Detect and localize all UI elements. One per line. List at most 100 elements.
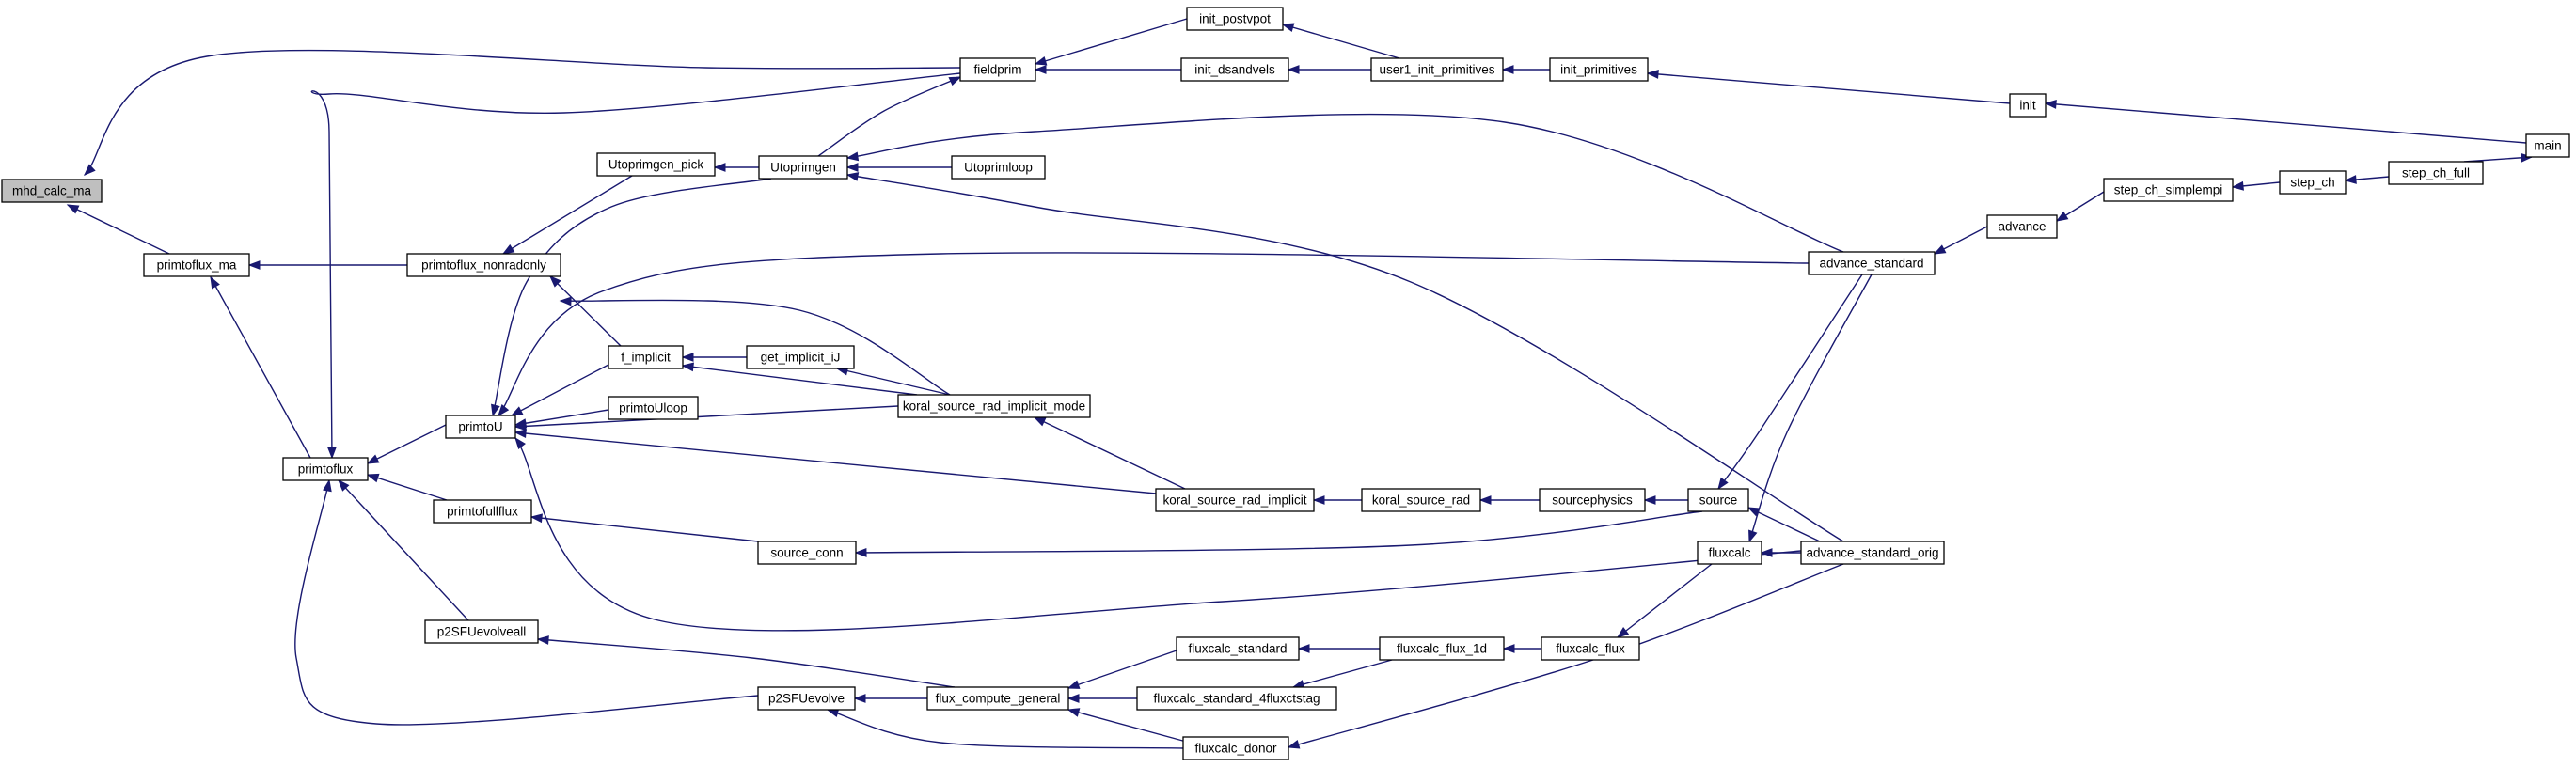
node-p2SFUevolveall[interactable]: p2SFUevolveall	[424, 619, 539, 644]
node-step_ch[interactable]: step_ch	[2279, 170, 2347, 195]
node-box[interactable]	[2525, 133, 2570, 158]
node-box[interactable]	[1697, 541, 1762, 565]
node-primtofullflux[interactable]: primtofullflux	[433, 499, 532, 524]
arrowhead	[1616, 627, 1630, 638]
edge-source-to-source_conn	[854, 510, 1703, 557]
node-primtoflux_nonradonly[interactable]: primtoflux_nonradonly	[406, 253, 561, 277]
node-primtoflux[interactable]: primtoflux	[282, 457, 369, 481]
node-Utoprimloop[interactable]: Utoprimloop	[951, 155, 1046, 180]
node-step_ch_full[interactable]: step_ch_full	[2388, 161, 2484, 185]
node-source[interactable]: source	[1687, 488, 1749, 512]
node-Utoprimgen_pick[interactable]: Utoprimgen_pick	[596, 152, 716, 177]
node-primtoflux_ma[interactable]: primtoflux_ma	[143, 253, 250, 277]
node-box[interactable]	[2279, 170, 2347, 195]
node-main[interactable]: main	[2525, 133, 2570, 158]
node-box[interactable]	[1176, 636, 1300, 661]
node-init_postvpot[interactable]: init_postvpot	[1186, 7, 1284, 31]
node-box[interactable]	[282, 457, 369, 481]
node-box[interactable]	[143, 253, 250, 277]
edge-init_dsandvels-to-fieldprim	[1034, 65, 1181, 74]
node-koral_source_rad_implicit[interactable]: koral_source_rad_implicit	[1155, 488, 1315, 512]
node-box[interactable]	[1370, 57, 1504, 82]
node-advance[interactable]: advance	[1986, 214, 2058, 239]
node-p2SFUevolve[interactable]: p2SFUevolve	[757, 686, 856, 711]
node-f_implicit[interactable]: f_implicit	[608, 345, 684, 369]
edge-line	[367, 424, 447, 464]
node-sourcephysics[interactable]: sourcephysics	[1539, 488, 1646, 512]
node-fluxcalc_flux[interactable]: fluxcalc_flux	[1541, 636, 1640, 661]
edge-koral_source_rad_implicit-to-primtoU	[514, 429, 1157, 494]
node-box[interactable]	[433, 499, 532, 524]
node-primtoUloop[interactable]: primtoUloop	[608, 396, 699, 420]
edge-step_ch-to-step_ch_simplempi	[2231, 180, 2281, 191]
node-box[interactable]	[2103, 178, 2234, 202]
node-fluxcalc_flux_1d[interactable]: fluxcalc_flux_1d	[1379, 636, 1505, 661]
node-box[interactable]	[897, 394, 1091, 418]
node-advance_standard[interactable]: advance_standard	[1808, 251, 1936, 275]
node-box[interactable]	[596, 152, 716, 177]
node-step_ch_simplempi[interactable]: step_ch_simplempi	[2103, 178, 2234, 202]
node-Utoprimgen[interactable]: Utoprimgen	[758, 155, 848, 180]
arrowhead	[1646, 70, 1659, 79]
node-box[interactable]	[1687, 488, 1749, 512]
node-box[interactable]	[959, 57, 1036, 82]
node-box[interactable]	[1800, 541, 1945, 565]
node-box[interactable]	[1136, 686, 1337, 711]
node-box[interactable]	[926, 686, 1069, 711]
edge-line	[1748, 274, 1873, 542]
arrowhead	[1478, 495, 1492, 505]
node-fluxcalc_donor[interactable]: fluxcalc_donor	[1182, 736, 1289, 760]
node-fluxcalc[interactable]: fluxcalc	[1697, 541, 1762, 565]
node-box[interactable]	[608, 396, 699, 420]
edge-Utoprimgen-to-primtoU	[491, 178, 772, 417]
arrowhead	[83, 164, 96, 176]
edge-primtoU-to-primtoflux	[366, 424, 447, 464]
node-box[interactable]	[1361, 488, 1481, 512]
node-user1_init_primitives[interactable]: user1_init_primitives	[1370, 57, 1504, 82]
arrowhead	[2044, 100, 2057, 109]
node-box[interactable]	[1986, 214, 2058, 239]
node-box[interactable]	[1180, 57, 1289, 82]
node-box[interactable]	[1186, 7, 1284, 31]
node-label: flux_compute_general	[936, 692, 1061, 706]
node-box[interactable]	[757, 541, 857, 565]
node-flux_compute_general[interactable]: flux_compute_general	[926, 686, 1069, 711]
edge-koral_source_rad_implicit_mode-to-primtoflux_nonradonly	[559, 296, 951, 396]
node-box[interactable]	[1182, 736, 1289, 760]
edge-line	[1035, 18, 1188, 65]
node-source_conn[interactable]: source_conn	[757, 541, 857, 565]
node-box[interactable]	[1539, 488, 1646, 512]
node-box[interactable]	[1549, 57, 1649, 82]
edge-line	[827, 709, 1184, 749]
node-init[interactable]: init	[2009, 93, 2047, 118]
node-init_primitives[interactable]: init_primitives	[1549, 57, 1649, 82]
node-box[interactable]	[2009, 93, 2047, 118]
node-box[interactable]	[1155, 488, 1315, 512]
node-box[interactable]	[608, 345, 684, 369]
node-box[interactable]	[757, 686, 856, 711]
node-box[interactable]	[2388, 161, 2484, 185]
node-box[interactable]	[1541, 636, 1640, 661]
node-fluxcalc_standard[interactable]: fluxcalc_standard	[1176, 636, 1300, 661]
arrowhead	[510, 406, 524, 416]
node-box[interactable]	[424, 619, 539, 644]
node-koral_source_rad[interactable]: koral_source_rad	[1361, 488, 1481, 512]
node-box[interactable]	[1, 179, 103, 203]
edge-advance_standard_orig-to-Utoprimgen	[845, 172, 1844, 542]
node-box[interactable]	[406, 253, 561, 277]
node-primtoU[interactable]: primtoU	[445, 415, 516, 439]
node-box[interactable]	[758, 155, 848, 180]
node-get_implicit_iJ[interactable]: get_implicit_iJ	[746, 345, 855, 369]
node-fluxcalc_standard_4fluxctstag[interactable]: fluxcalc_standard_4fluxctstag	[1136, 686, 1337, 711]
node-advance_standard_orig[interactable]: advance_standard_orig	[1800, 541, 1945, 565]
node-koral_source_rad_implicit_mode[interactable]: koral_source_rad_implicit_mode	[897, 394, 1091, 418]
node-box[interactable]	[746, 345, 855, 369]
node-init_dsandvels[interactable]: init_dsandvels	[1180, 57, 1289, 82]
node-mhd_calc_ma[interactable]: mhd_calc_ma	[1, 179, 103, 203]
node-fieldprim[interactable]: fieldprim	[959, 57, 1036, 82]
node-box[interactable]	[1808, 251, 1936, 275]
node-box[interactable]	[951, 155, 1046, 180]
edge-line	[1067, 650, 1177, 689]
node-box[interactable]	[1379, 636, 1505, 661]
node-box[interactable]	[445, 415, 516, 439]
